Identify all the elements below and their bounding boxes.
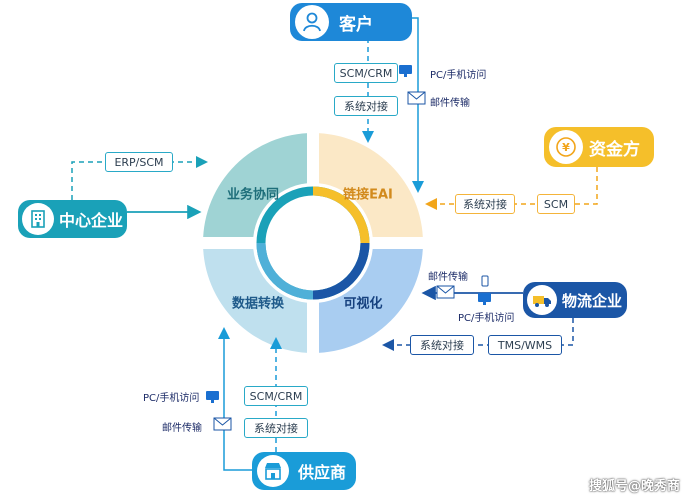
monitor-icon — [206, 391, 219, 403]
tag-finance-scm: SCM — [537, 194, 575, 214]
truck-icon — [527, 285, 557, 315]
tag-supplier-system: 系统对接 — [244, 418, 308, 438]
customer-link-right — [412, 17, 424, 193]
node-title: 物流企业 — [562, 291, 623, 310]
ring-center — [267, 197, 359, 289]
segment-eai — [313, 133, 423, 243]
building-icon — [22, 203, 54, 235]
tag-logistics-tms-wms: TMS/WMS — [488, 335, 562, 355]
tag-finance-system: 系统对接 — [455, 194, 515, 214]
supplier-link-left — [218, 327, 252, 471]
finance-link — [425, 167, 598, 210]
phone-icon — [481, 275, 489, 287]
svg-text:¥: ¥ — [562, 141, 570, 154]
segment-label-business: 业务协同 — [226, 187, 280, 203]
tag-logistics-system: 系统对接 — [410, 335, 474, 355]
inner-ring-accent-lightblue — [256, 242, 314, 300]
segment-data — [203, 243, 313, 353]
monitor-icon — [399, 65, 412, 77]
node-title: 资金方 — [589, 139, 640, 160]
node-center-enterprise: 中心企业 — [18, 200, 127, 238]
node-logistics: 物流企业 — [523, 282, 627, 318]
mail-icon — [407, 91, 426, 105]
mail-icon — [436, 285, 455, 299]
watermark: 搜狐号@晚秀商 — [588, 479, 680, 494]
node-title: 中心企业 — [59, 211, 124, 230]
node-customer: 客户 — [290, 3, 412, 41]
tag-center-erp-scm: ERP/SCM — [105, 152, 173, 172]
mail-icon — [213, 417, 232, 431]
logistics-link-bottom — [382, 318, 574, 351]
node-finance: ¥ 资金方 — [544, 127, 654, 167]
tag-customer-system: 系统对接 — [334, 96, 398, 116]
tag-supplier-scm-crm: SCM/CRM — [244, 386, 308, 406]
segment-business — [203, 133, 313, 243]
yuan-coin-icon: ¥ — [549, 130, 583, 164]
tag-customer-scm-crm: SCM/CRM — [334, 63, 398, 83]
node-title: 供应商 — [298, 463, 347, 482]
inner-ring-accent-blue — [312, 242, 370, 300]
note-supplier-pc: PC/手机访问 — [143, 393, 200, 404]
note-logistics-pc: PC/手机访问 — [458, 313, 515, 324]
note-customer-pc: PC/手机访问 — [430, 70, 487, 81]
note-customer-mail: 邮件传输 — [430, 98, 470, 109]
inner-ring-accent-yellow — [312, 186, 370, 244]
segment-visual — [313, 243, 423, 353]
node-supplier: 供应商 — [252, 452, 356, 490]
segment-label-visual: 可视化 — [343, 296, 383, 312]
monitor-icon — [478, 293, 491, 305]
node-title: 客户 — [339, 14, 373, 35]
store-icon — [257, 455, 289, 487]
segment-label-eai: 链接EAI — [343, 187, 393, 203]
segment-label-data: 数据转换 — [231, 296, 285, 312]
note-supplier-mail: 邮件传输 — [162, 423, 202, 434]
note-logistics-mail: 邮件传输 — [428, 272, 468, 283]
person-icon — [295, 5, 329, 39]
